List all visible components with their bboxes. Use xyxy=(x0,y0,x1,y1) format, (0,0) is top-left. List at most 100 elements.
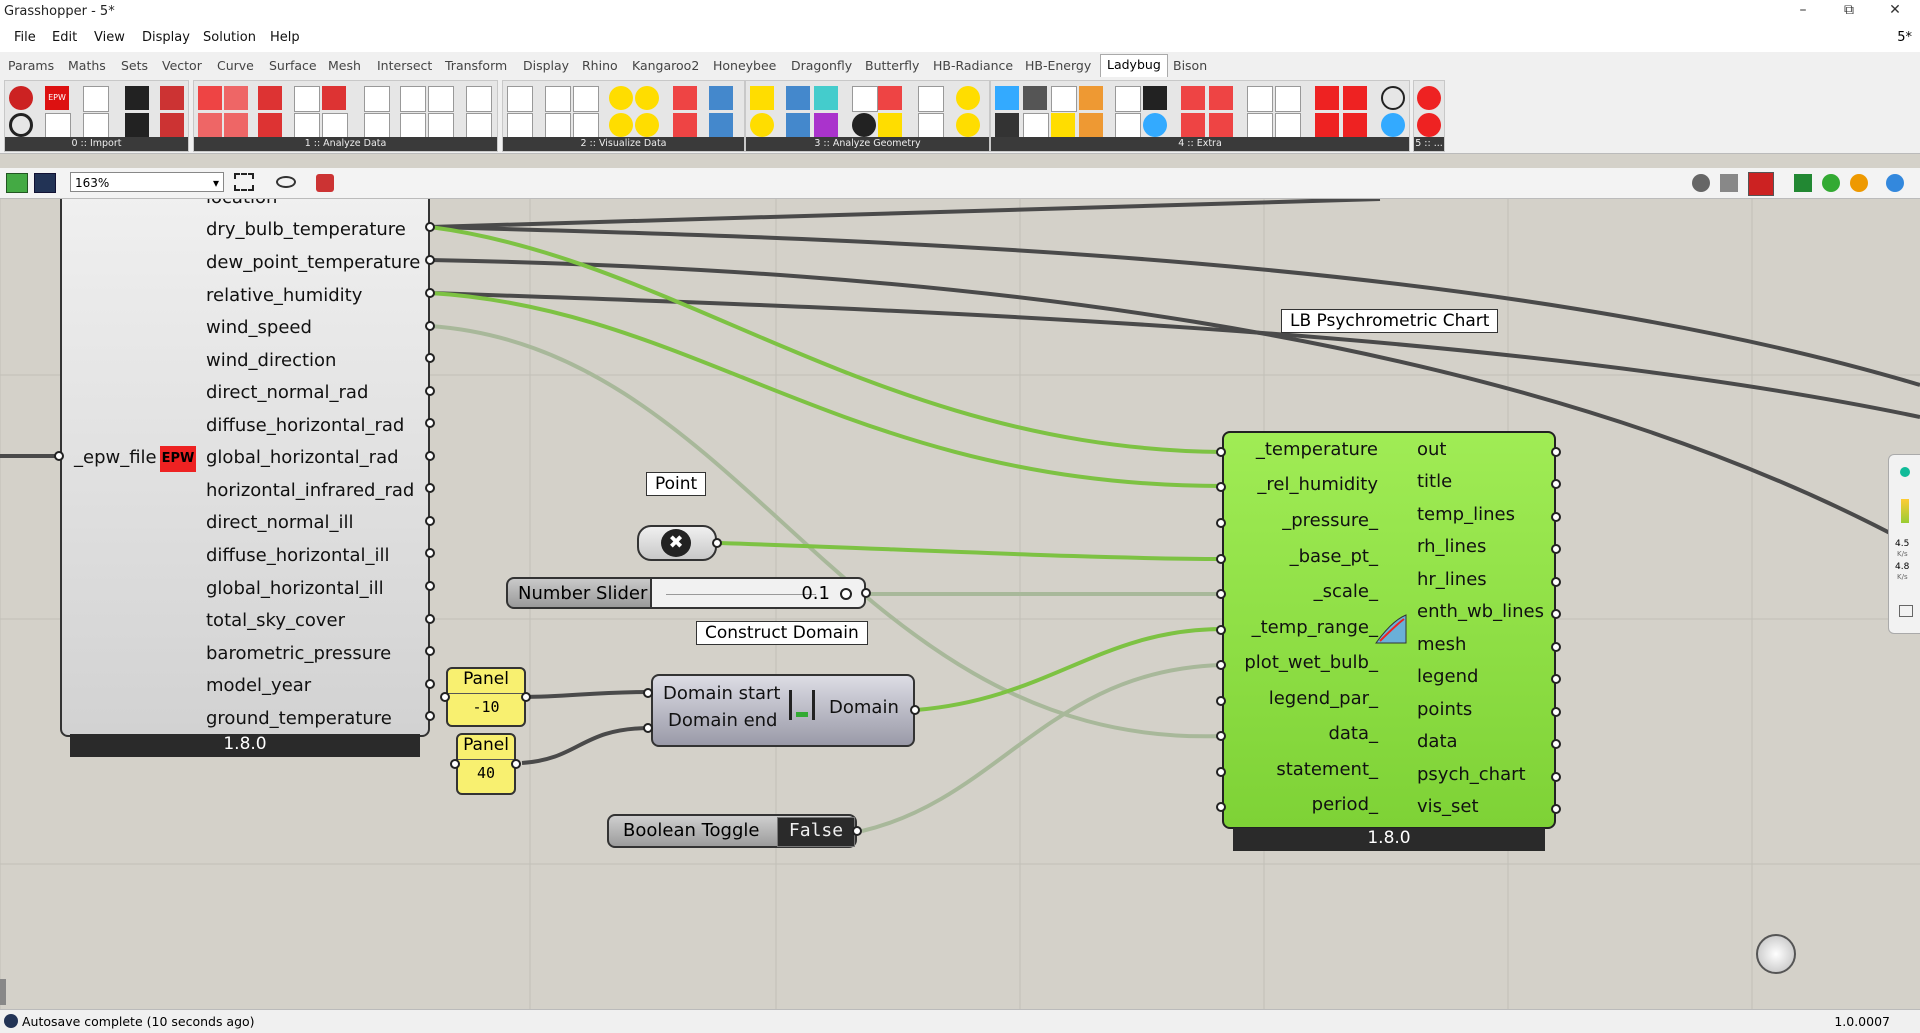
domain-start-grip[interactable] xyxy=(643,688,653,698)
panel-input-grip[interactable] xyxy=(440,692,450,702)
tab-ladybug[interactable]: Ladybug xyxy=(1100,54,1168,77)
analyze-arrows-icon[interactable] xyxy=(258,86,282,110)
psych-output-grip[interactable] xyxy=(1551,804,1561,814)
close-button[interactable]: ✕ xyxy=(1889,2,1901,18)
analyze-fig-icon[interactable] xyxy=(400,86,426,112)
extra-g-icon[interactable] xyxy=(1209,86,1233,110)
tab-params[interactable]: Params xyxy=(8,58,55,73)
extra-b-icon[interactable] xyxy=(1023,86,1047,110)
point-param[interactable]: ✖ xyxy=(637,525,717,561)
number-slider[interactable]: Number Slider 0.1 xyxy=(506,577,866,609)
ny-x-icon[interactable] xyxy=(83,113,109,139)
analyze-grid-icon[interactable] xyxy=(322,86,346,110)
tab-hb-energy[interactable]: HB-Energy xyxy=(1025,58,1092,73)
open-file-icon[interactable] xyxy=(6,173,28,193)
psych-input-grip[interactable] xyxy=(1216,518,1226,528)
extra-p-icon[interactable] xyxy=(1181,113,1205,137)
epw-input-grip[interactable] xyxy=(54,451,64,461)
canvas-dial-icon[interactable] xyxy=(1756,934,1796,974)
output-grip[interactable] xyxy=(425,614,435,624)
analyze-fig2-icon[interactable] xyxy=(428,86,454,112)
ribbon-5-a-icon[interactable] xyxy=(1417,86,1441,110)
output-grip[interactable] xyxy=(425,255,435,265)
save-icon[interactable] xyxy=(34,173,56,193)
extra-j-icon[interactable] xyxy=(1315,86,1339,110)
search-icon[interactable] xyxy=(9,113,33,137)
ribbon-group-label[interactable]: 3 :: Analyze Geometry xyxy=(746,137,989,151)
boolean-toggle[interactable]: Boolean Toggle False xyxy=(607,814,857,848)
extra-k-icon[interactable] xyxy=(995,113,1019,137)
analyze-b-icon[interactable] xyxy=(224,113,248,137)
extra-n-icon[interactable] xyxy=(1079,113,1103,137)
visualize-sun2-icon[interactable] xyxy=(635,86,659,110)
psych-output-grip[interactable] xyxy=(1551,609,1561,619)
shaded-icon[interactable] xyxy=(1748,172,1774,196)
extra-i-icon[interactable] xyxy=(1275,86,1301,112)
extra-c-icon[interactable] xyxy=(1051,86,1077,112)
visualize-sun4-icon[interactable] xyxy=(635,113,659,137)
mesh-icon[interactable] xyxy=(1822,174,1840,192)
tab-hb-radiance[interactable]: HB-Radiance xyxy=(933,58,1014,73)
tab-display[interactable]: Display xyxy=(523,58,570,73)
geometry-b-icon[interactable] xyxy=(786,86,810,110)
vertical-scrollbar[interactable] xyxy=(0,979,6,1005)
tab-honeybee[interactable]: Honeybee xyxy=(713,58,777,73)
analyze-ab-icon[interactable] xyxy=(198,86,222,110)
psych-input-grip[interactable] xyxy=(1216,625,1226,635)
extra-m-icon[interactable] xyxy=(1051,113,1075,137)
psych-input-grip[interactable] xyxy=(1216,554,1226,564)
ny-icon[interactable] xyxy=(83,86,109,112)
panel-input-grip[interactable] xyxy=(450,759,460,769)
analyze-c-icon[interactable] xyxy=(198,113,222,137)
ribbon-group-label[interactable]: 5 :: ... xyxy=(1414,137,1444,151)
visualize-a-icon[interactable] xyxy=(507,86,533,112)
extra-l-icon[interactable] xyxy=(1023,113,1049,139)
geometry-h-icon[interactable] xyxy=(750,113,774,137)
camera-icon[interactable] xyxy=(1143,86,1167,110)
psych-output-grip[interactable] xyxy=(1551,707,1561,717)
ribbon-5-b-icon[interactable] xyxy=(1417,113,1441,137)
geometry-j-icon[interactable] xyxy=(852,113,876,137)
visualize-sun-icon[interactable] xyxy=(609,86,633,110)
ny-arrow-icon[interactable] xyxy=(45,113,71,139)
geometry-e-icon[interactable] xyxy=(878,86,902,110)
geometry-a-icon[interactable] xyxy=(750,86,774,110)
geometry-c-icon[interactable] xyxy=(814,86,838,110)
panel-value[interactable]: -10 xyxy=(472,698,500,716)
psych-input-grip[interactable] xyxy=(1216,767,1226,777)
psych-output-grip[interactable] xyxy=(1551,577,1561,587)
maximize-button[interactable]: ⧉ xyxy=(1844,2,1854,18)
output-grip[interactable] xyxy=(425,321,435,331)
slider-output-grip[interactable] xyxy=(861,588,871,598)
output-grip[interactable] xyxy=(425,353,435,363)
psych-input-grip[interactable] xyxy=(1216,802,1226,812)
epw-icon[interactable]: EPW xyxy=(45,86,69,110)
visualize-i-icon[interactable] xyxy=(673,113,697,137)
output-grip[interactable] xyxy=(425,516,435,526)
folder2-icon[interactable] xyxy=(1343,113,1367,137)
tab-surface[interactable]: Surface xyxy=(269,58,317,73)
extra-a-icon[interactable] xyxy=(995,86,1019,110)
visualize-h-icon[interactable] xyxy=(573,113,599,139)
slider-track[interactable]: 0.1 xyxy=(652,577,866,609)
psych-output-grip[interactable] xyxy=(1551,739,1561,749)
panel-output-grip[interactable] xyxy=(521,692,531,702)
tab-butterfly[interactable]: Butterfly xyxy=(865,58,920,73)
psych-input-grip[interactable] xyxy=(1216,660,1226,670)
geometry-f-icon[interactable] xyxy=(918,86,944,112)
ribbon-group-label[interactable]: 0 :: Import xyxy=(5,137,188,151)
analyze-people-icon[interactable] xyxy=(400,113,426,139)
psych-chart-component[interactable]: _temperature _rel_humidity _pressure_ _b… xyxy=(1222,431,1556,829)
visualize-d-icon[interactable] xyxy=(673,86,697,110)
geometry-l-icon[interactable] xyxy=(918,113,944,139)
extra-q-icon[interactable] xyxy=(1209,113,1233,137)
sphere-icon[interactable] xyxy=(1886,174,1904,192)
psych-output-grip[interactable] xyxy=(1551,772,1561,782)
menu-view[interactable]: View xyxy=(94,30,125,45)
extra-d-icon[interactable] xyxy=(1079,86,1103,110)
material-icon[interactable] xyxy=(1850,174,1868,192)
tab-vector[interactable]: Vector xyxy=(162,58,202,73)
psych-input-grip[interactable] xyxy=(1216,696,1226,706)
tab-intersect[interactable]: Intersect xyxy=(377,58,433,73)
grasshopper-canvas[interactable]: _epw_file EPW location dry_bulb_temperat… xyxy=(0,199,1920,1009)
